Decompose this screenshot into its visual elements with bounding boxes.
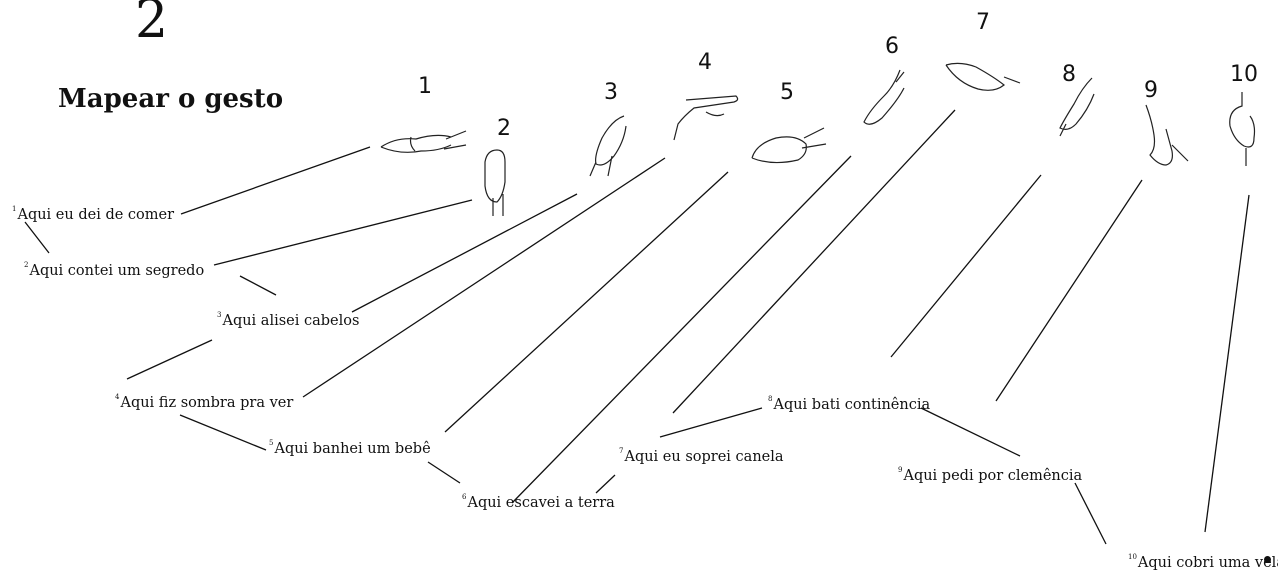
gesture-number: 1 — [418, 74, 432, 99]
phrase-number: 9 — [898, 466, 903, 474]
connector-line — [995, 179, 1143, 402]
hand-bowl-icon — [751, 127, 827, 164]
connector-line — [427, 461, 461, 484]
phrase-text: Aqui fiz sombra pra ver — [120, 395, 294, 411]
gesture-number: 2 — [497, 116, 511, 141]
hand-salute-icon — [1059, 77, 1095, 137]
hand-flat-icon — [673, 95, 739, 141]
gesture-number: 5 — [780, 80, 794, 105]
phrase-item: 10Aqui cobri uma vela — [1128, 553, 1278, 571]
phrase-item: 1Aqui eu dei de comer — [12, 205, 174, 223]
connector-line — [213, 199, 473, 266]
phrase-number: 3 — [217, 311, 222, 319]
section-number: 2 — [135, 0, 169, 50]
phrase-item: 3Aqui alisei cabelos — [217, 311, 359, 329]
phrase-text: Aqui escavei a terra — [467, 495, 615, 511]
connector-line — [302, 157, 666, 398]
phrase-item: 2Aqui contei um segredo — [24, 261, 204, 279]
connector-line — [920, 407, 1021, 457]
phrase-text: Aqui cobri uma vela — [1137, 555, 1278, 571]
hand-cupped-icon — [589, 115, 627, 177]
hand-palm-up-icon — [380, 130, 467, 153]
gesture-number: 3 — [604, 80, 618, 105]
connector-line — [1204, 194, 1250, 533]
connector-line — [180, 146, 371, 215]
phrase-text: Aqui pedi por clemência — [903, 468, 1083, 484]
hand-shield-icon — [1229, 92, 1256, 166]
gesture-number: 10 — [1230, 62, 1258, 87]
phrase-number: 2 — [24, 261, 29, 269]
connector-line — [126, 339, 213, 380]
phrase-item: 7Aqui eu soprei canela — [619, 447, 784, 465]
connector-line — [24, 221, 50, 254]
phrase-text: Aqui eu soprei canela — [624, 449, 784, 465]
gesture-number: 7 — [976, 10, 990, 35]
connector-line — [672, 109, 956, 414]
phrase-number: 1 — [12, 205, 17, 213]
phrase-item: 9Aqui pedi por clemência — [898, 466, 1082, 484]
page-title: Mapear o gesto — [58, 84, 284, 114]
connector-line — [659, 407, 763, 438]
phrase-item: 4Aqui fiz sombra pra ver — [115, 393, 293, 411]
connector-line — [511, 155, 852, 504]
phrase-number: 6 — [462, 493, 467, 501]
phrase-item: 5Aqui banhei um bebê — [269, 439, 431, 457]
phrase-number: 5 — [269, 439, 274, 447]
gesture-number: 4 — [698, 50, 712, 75]
gesture-number: 9 — [1144, 78, 1158, 103]
connector-lines — [24, 109, 1250, 545]
connector-line — [239, 275, 277, 296]
phrase-number: 8 — [768, 395, 773, 403]
hand-upright-icon — [484, 149, 506, 216]
connector-line — [890, 174, 1042, 358]
phrase-text: Aqui bati continência — [773, 397, 931, 413]
gesture-number: 6 — [885, 34, 899, 59]
hand-illustrations — [380, 62, 1256, 216]
phrase-item: 6Aqui escavei a terra — [462, 493, 615, 511]
hand-blow-icon — [945, 62, 1021, 91]
connector-line — [595, 474, 616, 494]
end-dot — [1264, 556, 1271, 563]
connector-line — [351, 193, 578, 313]
hand-scoop-icon — [863, 69, 905, 125]
phrase-number: 7 — [619, 447, 624, 455]
phrase-text: Aqui eu dei de comer — [17, 207, 175, 223]
hand-plead-icon — [1145, 104, 1189, 166]
phrase-number: 10 — [1128, 553, 1137, 561]
phrase-text: Aqui contei um segredo — [29, 263, 205, 279]
phrase-item: 8Aqui bati continência — [768, 395, 930, 413]
connector-line — [444, 171, 729, 433]
phrase-text: Aqui banhei um bebê — [274, 441, 431, 457]
phrase-number: 4 — [115, 393, 120, 401]
gesture-number: 8 — [1062, 62, 1076, 87]
phrase-text: Aqui alisei cabelos — [222, 313, 360, 329]
connector-line — [1074, 482, 1107, 545]
connector-line — [179, 414, 267, 451]
